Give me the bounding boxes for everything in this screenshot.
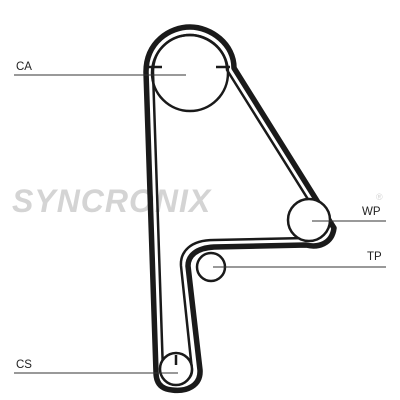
ca-label: CA (16, 61, 32, 73)
leader-lines (14, 74, 386, 374)
camshaft-pulley (148, 33, 230, 113)
cs-label: CS (16, 359, 32, 371)
water-pump-pulley-outline (286, 197, 332, 243)
crankshaft-pulley (158, 351, 194, 387)
watermark-registered-mark: ® (376, 192, 383, 202)
water-pump-pulley (286, 197, 332, 243)
camshaft-pulley-outline (150, 33, 230, 113)
belt-outer-edge (143, 24, 337, 394)
watermark-text: SYNCRONIX (12, 183, 212, 219)
tp-label: TP (367, 251, 382, 263)
wp-label: WP (362, 206, 381, 218)
watermark: SYNCRONIX ® (12, 183, 383, 219)
crankshaft-pulley-outline (158, 351, 194, 387)
